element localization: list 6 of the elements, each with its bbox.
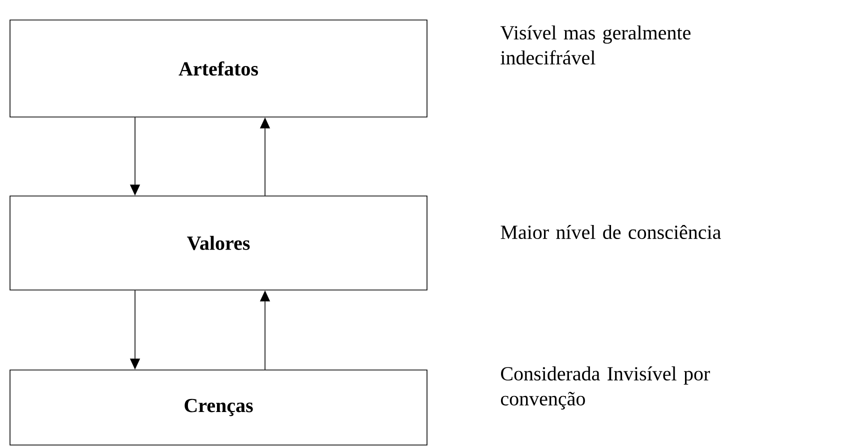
side-note: Visível mas geralmente indecifrável (500, 25, 690, 65)
layer-box: Crenças (10, 370, 428, 446)
layer-box: Valores (10, 196, 428, 290)
side-note: Considerada Invisível por convenção (500, 366, 710, 410)
side-note: Maior nível de consciência (500, 224, 721, 240)
layer-box: Artefatos (10, 20, 428, 118)
